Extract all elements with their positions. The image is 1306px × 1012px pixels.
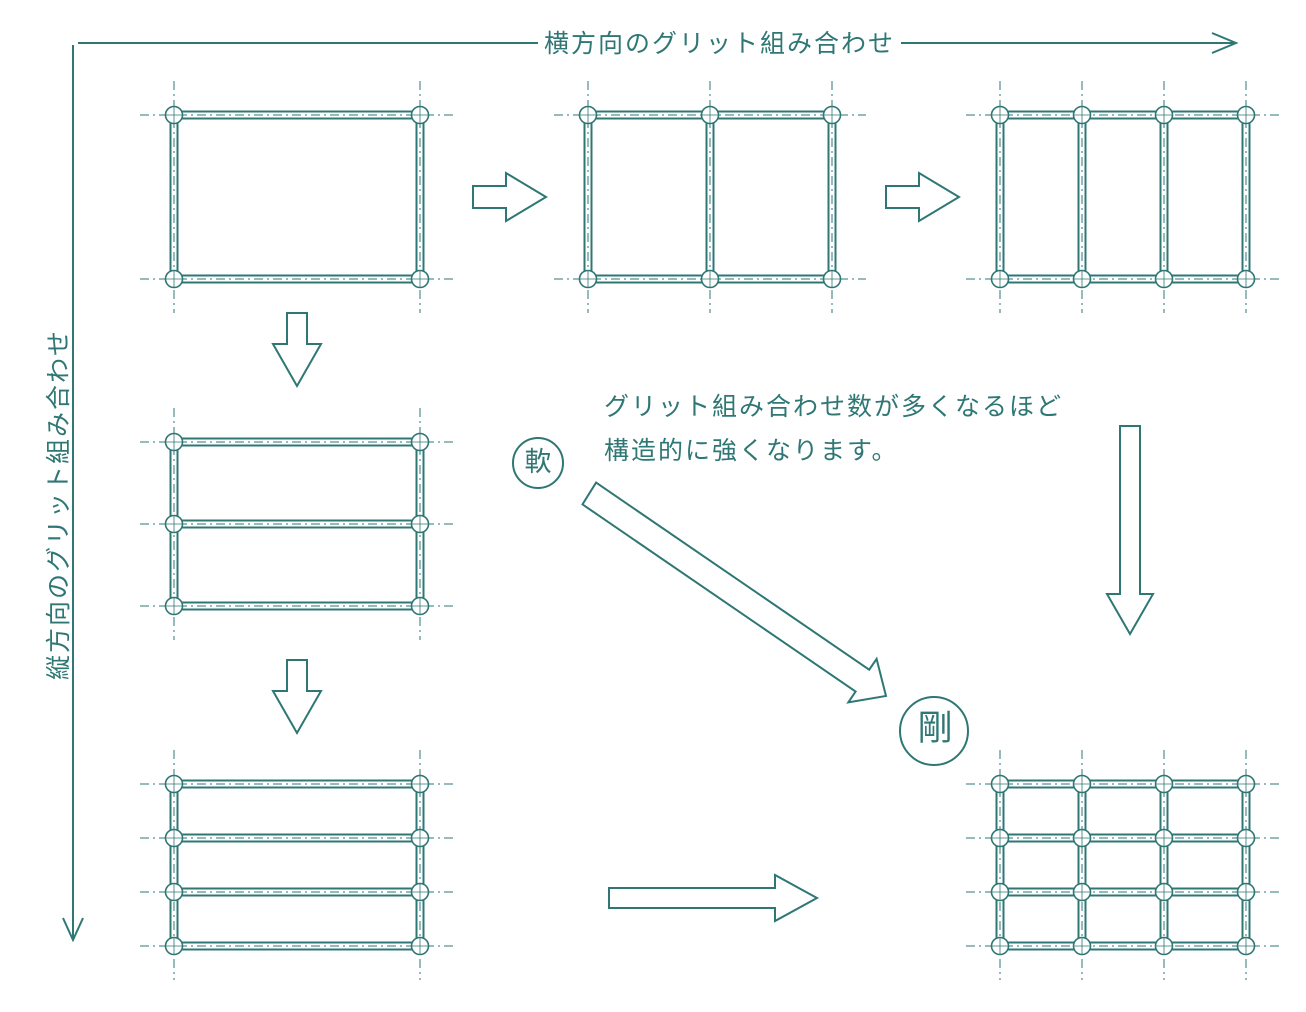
soft-badge: [512, 437, 564, 489]
rigid-label: 剛: [917, 709, 953, 749]
grid-1x3: [140, 750, 454, 980]
rigid-badge: [899, 696, 969, 766]
arrow-bottom-right: [608, 873, 820, 923]
grid-3x1: [966, 81, 1280, 313]
arrow-down-1: [271, 312, 323, 389]
vertical-axis-arrow: [62, 45, 84, 943]
arrow-right-1: [472, 171, 548, 223]
note-text: グリット組み合わせ数が多くなるほど 構造的に強くなります。: [604, 385, 1063, 473]
grid-1x1: [140, 81, 454, 313]
grid-2x1: [554, 81, 866, 313]
arrow-diagonal: [581, 481, 888, 704]
arrow-down-2: [271, 659, 323, 736]
note-line-2: 構造的に強くなります。: [604, 436, 899, 465]
note-line-1: グリット組み合わせ数が多くなるほど: [604, 392, 1064, 421]
horizontal-axis-label: 横方向のグリット組み合わせ: [538, 31, 902, 56]
grid-1x2: [140, 408, 454, 640]
arrow-right-2: [885, 171, 961, 223]
arrow-down-right-side: [1105, 425, 1155, 637]
grid-3x3: [966, 750, 1280, 980]
vertical-axis-label: 縦方向のグリット組み合わせ: [44, 322, 73, 686]
soft-label: 軟: [524, 447, 552, 478]
